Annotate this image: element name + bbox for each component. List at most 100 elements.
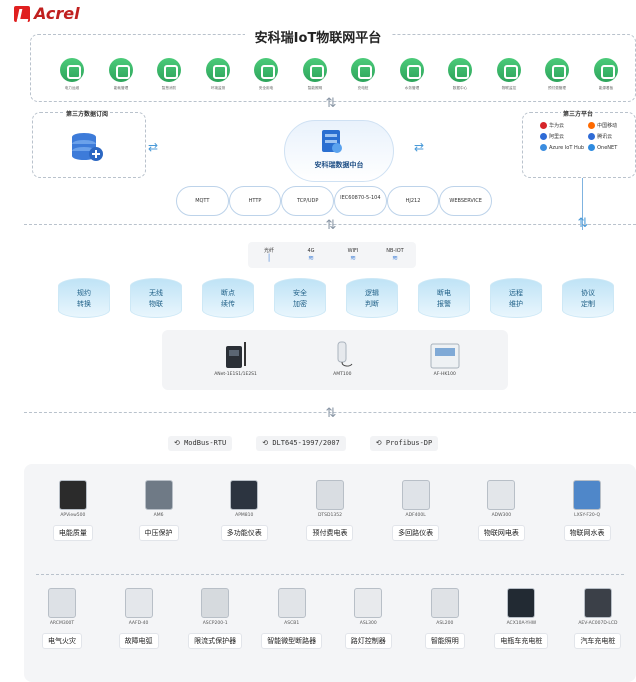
feature-label-line2: 维护	[509, 300, 523, 308]
divider-line	[24, 412, 636, 413]
wifi-icon: ≋	[392, 253, 398, 262]
platform-title: 安科瑞IoT物联网平台	[0, 27, 636, 46]
up-down-arrow-icon: ⇅	[325, 406, 337, 421]
feature-label-line2: 报警	[437, 300, 451, 308]
feature-list: 规约转换无线物联断点续传安全加密逻辑判断断电报警远程维护协议定制	[58, 278, 614, 318]
protocol-cloud: HJ212	[386, 186, 440, 216]
gateway-list: ANet-1E1S1/1E2S1 AMT100 AF-HK100	[178, 340, 498, 377]
product-item[interactable]: ARCM300T 电气火灾	[26, 588, 98, 649]
gateway-model: AMT100	[333, 372, 352, 377]
product-category-tag: 故障电弧	[118, 633, 159, 649]
platform-logo-icon	[588, 144, 596, 151]
product-item[interactable]: AM6 中压保护	[123, 480, 195, 541]
fiber-line-icon: │	[266, 254, 272, 262]
module-icon	[302, 58, 327, 82]
product-model: AEV-AC007D-LCD	[578, 621, 618, 626]
module-icon	[496, 58, 521, 82]
module-item[interactable]: 能源看板	[586, 58, 626, 91]
product-category-tag: 电气火灾	[42, 633, 82, 649]
third-party-platform-label: 第三方平台	[561, 109, 596, 118]
product-device-icon	[48, 588, 76, 618]
feature-label-line2: 定制	[581, 300, 595, 308]
product-model: ARCM300T	[49, 621, 75, 626]
product-model: AM6	[153, 513, 164, 518]
third-party-item-label: 阿里云	[549, 134, 565, 140]
third-party-item-label: 腾讯云	[597, 134, 613, 140]
gateway-model: ANet-1E1S1/1E2S1	[214, 372, 257, 377]
gateway-model: AF-HK100	[433, 372, 456, 377]
module-icon	[205, 58, 230, 82]
module-icon	[108, 58, 133, 82]
brand-name: Acrel	[34, 4, 80, 23]
divider-line	[24, 224, 636, 225]
product-device-icon	[354, 588, 383, 618]
product-model: AAFD-40	[128, 621, 149, 626]
third-party-item: OneNET	[588, 144, 630, 151]
product-model: APView500	[60, 513, 86, 518]
product-category-tag: 中压保护	[138, 525, 179, 541]
module-icon	[593, 58, 618, 82]
module-item[interactable]: 能耗管理	[101, 58, 141, 91]
product-device-icon	[430, 588, 459, 618]
module-label: 预付费管理	[548, 85, 567, 90]
module-item[interactable]: 智慧消防	[149, 58, 189, 91]
protocol-cloud: HTTP	[228, 186, 282, 216]
product-category-tag: 智能微型断路器	[261, 633, 323, 649]
feature-label-line1: 逻辑	[365, 289, 379, 297]
product-category-tag: 物联网电表	[477, 525, 525, 541]
module-item[interactable]: 充电桩	[343, 58, 383, 91]
module-item[interactable]: 安全用电	[246, 58, 286, 91]
module-item[interactable]: 预付费管理	[537, 58, 577, 91]
feature-label-line2: 加密	[293, 300, 307, 308]
database-icon	[72, 133, 103, 161]
product-device-icon	[277, 588, 306, 618]
third-party-item: 华为云	[540, 122, 584, 129]
feature-label-line1: 远程	[509, 289, 523, 297]
feature-cylinder: 逻辑判断	[346, 278, 398, 318]
platform-logo-icon	[588, 133, 596, 140]
product-model: ASCP200-1	[202, 621, 228, 626]
product-model: ASL300	[359, 621, 377, 626]
product-category-tag: 电能质量	[52, 525, 93, 541]
feature-label-line1: 无线	[149, 289, 163, 297]
module-icon	[60, 58, 84, 82]
feature-label-line2: 判断	[365, 300, 379, 308]
module-label: 环境监测	[210, 85, 225, 90]
module-item[interactable]: 环境监测	[198, 58, 238, 91]
module-item[interactable]: 物联监控	[489, 58, 529, 91]
feature-label-line1: 断电	[437, 289, 451, 297]
product-item[interactable]: AAFD-40 故障电弧	[103, 588, 175, 649]
module-item[interactable]: 智能照明	[295, 58, 335, 91]
module-label: 安全用电	[258, 85, 274, 90]
network-item: 4G≋	[296, 248, 326, 263]
product-item[interactable]: APView500 电能质量	[37, 480, 109, 541]
protocol-tag: ⟲ DLT645-1997/2007	[256, 436, 346, 451]
feature-cylinder: 安全加密	[274, 278, 326, 318]
module-item[interactable]: 电力运维	[52, 58, 92, 91]
module-label: 智慧消防	[161, 85, 177, 90]
wifi-icon: ≋	[350, 253, 356, 262]
module-item[interactable]: 水务管理	[392, 58, 432, 91]
feature-label-line1: 安全	[293, 289, 307, 297]
product-device-icon	[507, 588, 536, 618]
gateway-device-icon	[430, 343, 460, 369]
data-center-label: 安科瑞数据中台	[314, 161, 364, 169]
module-item[interactable]: 数据中心	[440, 58, 480, 91]
product-model: ASL200	[436, 621, 454, 626]
product-device-icon	[124, 588, 153, 618]
